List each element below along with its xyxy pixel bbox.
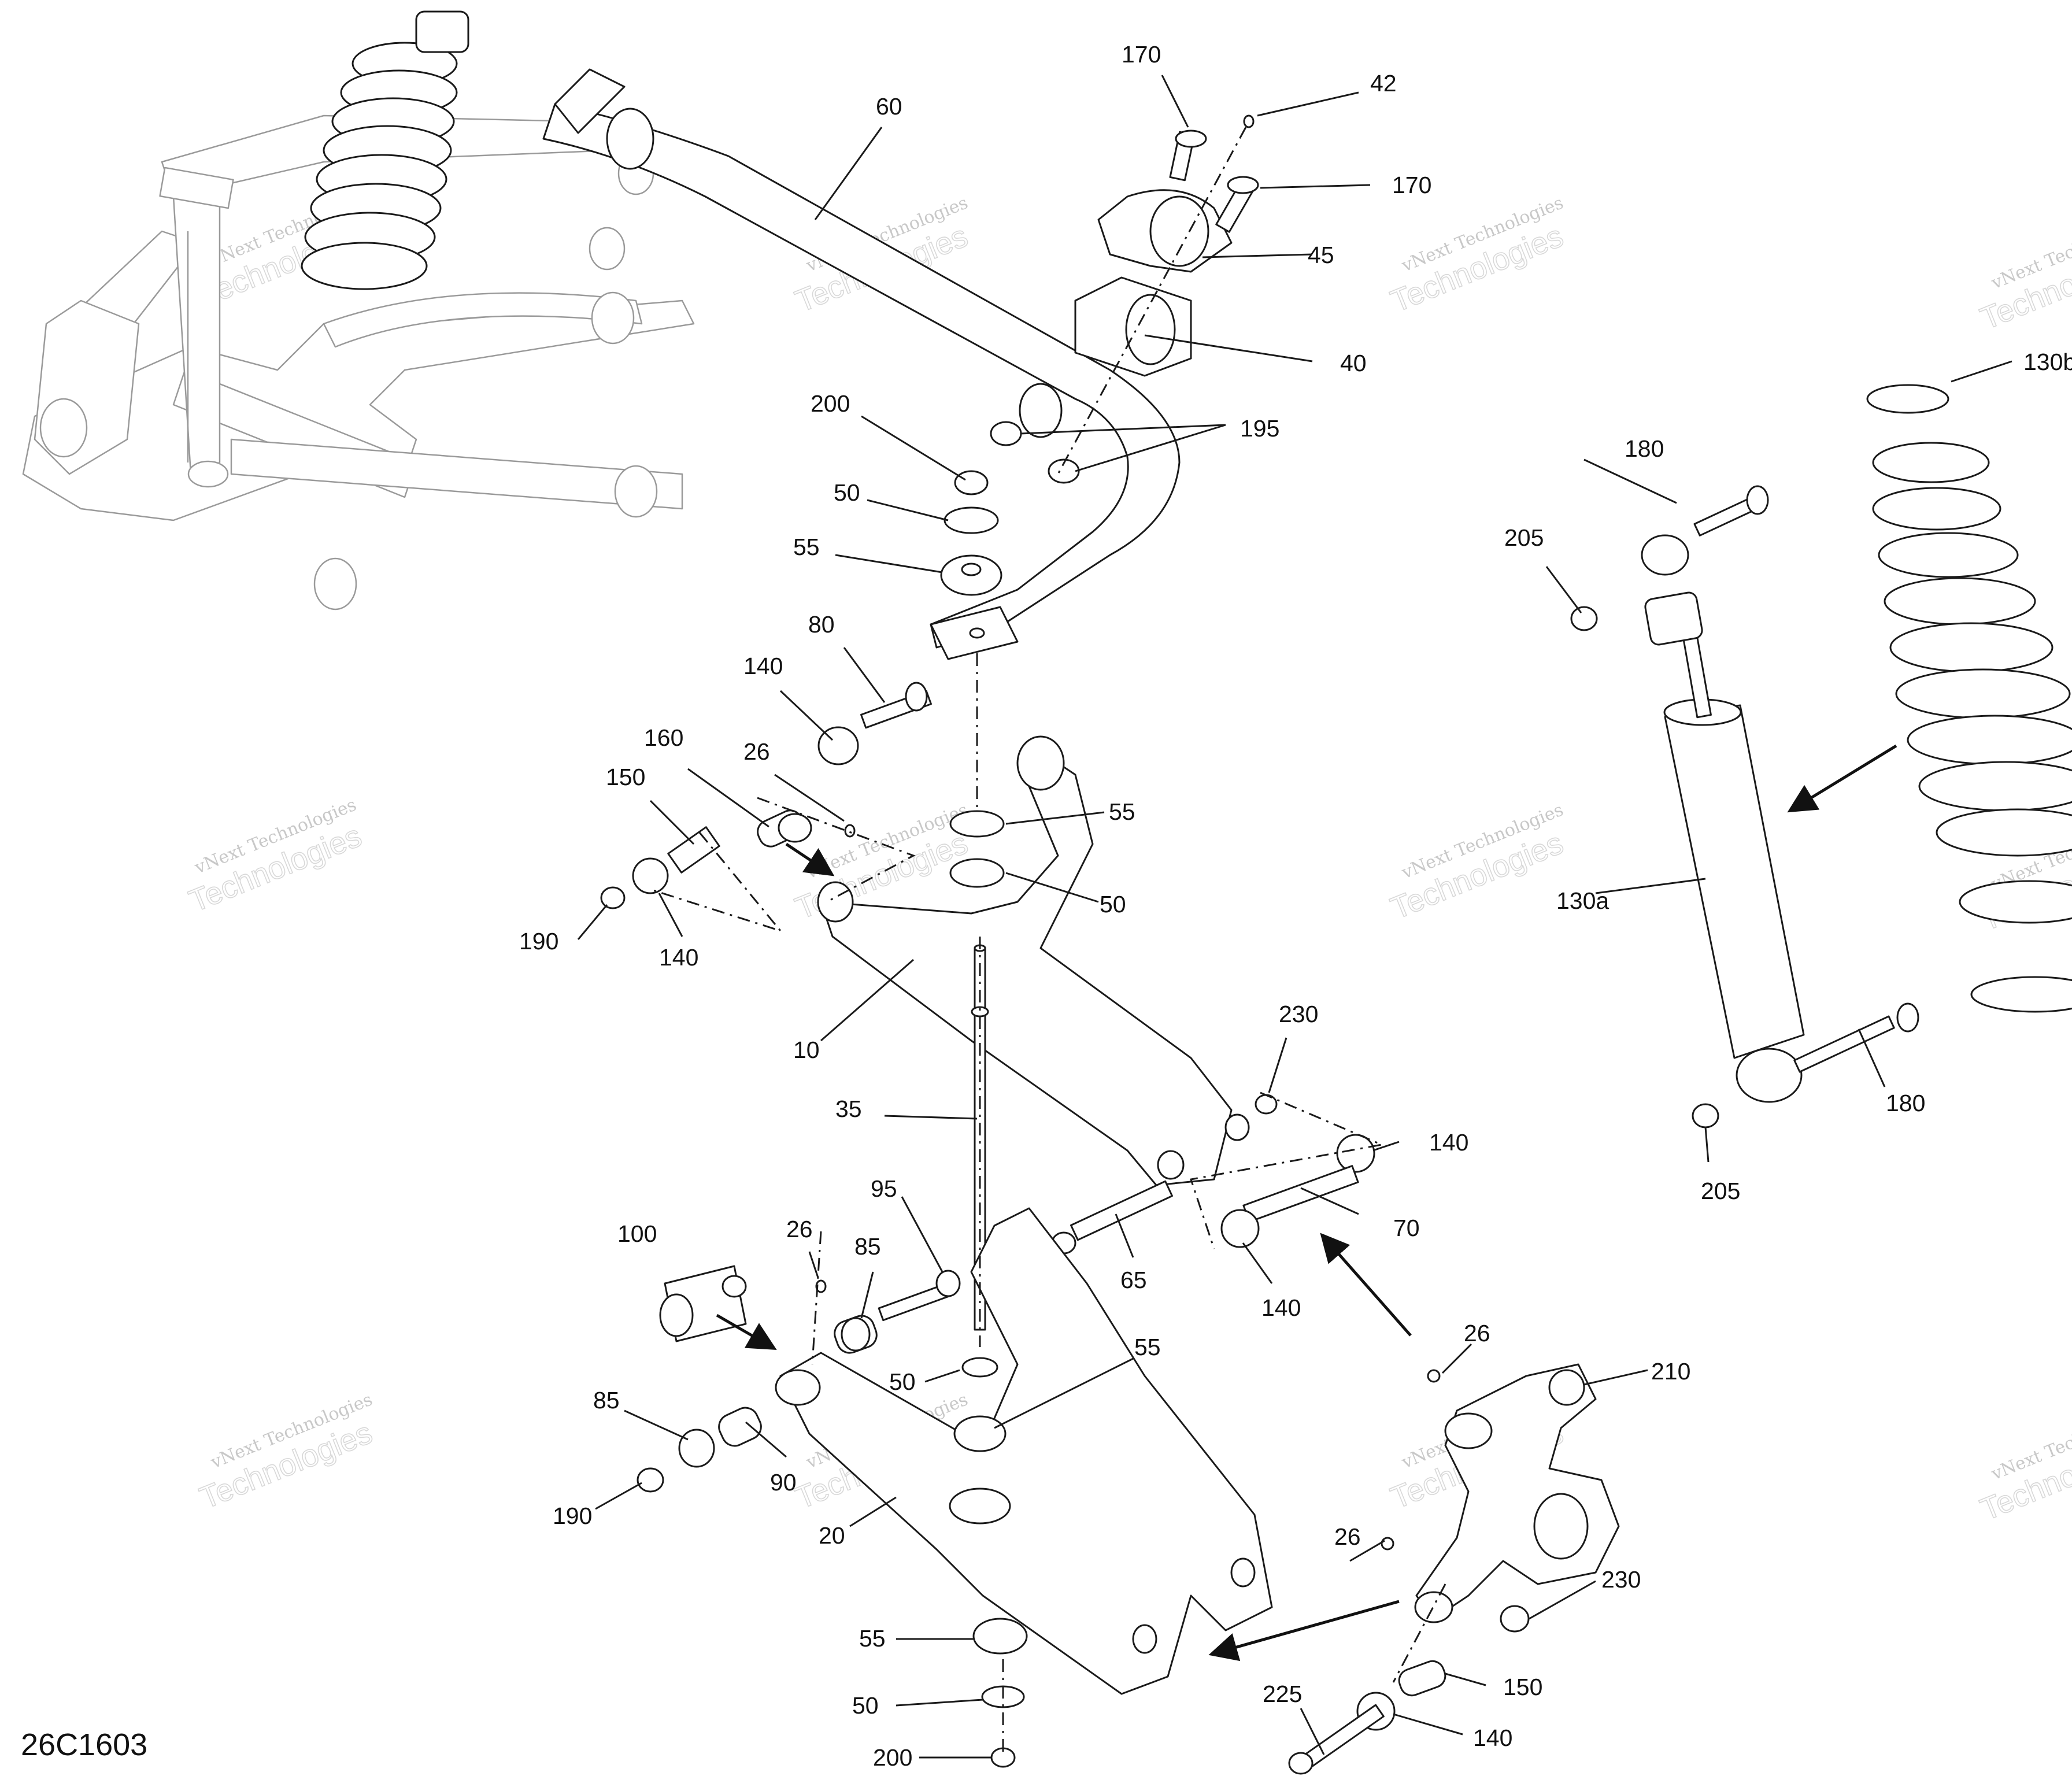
upper-a-arm	[817, 735, 1250, 1186]
assembly-axis-lines	[653, 127, 1446, 1758]
callout-label: 170	[1392, 172, 1431, 198]
shock-absorber	[1570, 485, 1919, 1128]
callout-label: 205	[1701, 1178, 1740, 1204]
callout-label: 100	[617, 1220, 657, 1247]
callout-label: 26	[1334, 1523, 1361, 1550]
coil-spring	[1866, 384, 2072, 1013]
upper-arm-hardware	[600, 682, 932, 909]
callout-label: 50	[1100, 891, 1126, 917]
callout-label: 35	[835, 1096, 862, 1122]
callout-label: 10	[793, 1037, 820, 1063]
callout-label: 26	[786, 1216, 813, 1242]
callout-label: 130a	[1556, 887, 1609, 914]
callout-label: 26	[743, 738, 770, 765]
context-spring	[301, 10, 469, 290]
callout-label: 50	[852, 1692, 879, 1719]
callout-label: 140	[659, 944, 698, 971]
callout-label: 140	[1429, 1129, 1468, 1156]
callout-label: 180	[1886, 1090, 1925, 1116]
callout-label: 140	[1261, 1294, 1301, 1321]
upper-arm-right-hardware	[1051, 1094, 1375, 1255]
callout-label: 230	[1279, 1001, 1318, 1027]
callout-label: 42	[1370, 70, 1397, 97]
diagram-id: 26C1603	[21, 1727, 147, 1762]
callout-labels: 170 42 60 170 45 40 195 200 50 55 80 140…	[519, 41, 2072, 1771]
callout-label: 160	[644, 724, 683, 751]
callout-label: 210	[1651, 1358, 1690, 1385]
callout-label: 85	[593, 1387, 620, 1414]
lower-a-arm	[775, 1207, 1273, 1695]
context-suspension-assembly	[22, 114, 695, 610]
callout-label: 60	[876, 93, 902, 120]
callout-label: 65	[1120, 1267, 1147, 1293]
callout-label: 130b	[2023, 349, 2072, 375]
steering-knuckle	[1288, 1363, 1620, 1775]
callout-label: 190	[553, 1503, 592, 1529]
callout-label: 80	[808, 611, 835, 638]
stabilizer-bar	[542, 68, 1181, 660]
callout-label: 150	[1503, 1674, 1542, 1700]
lower-arm-hardware	[637, 1265, 1028, 1768]
callout-label: 225	[1263, 1681, 1302, 1707]
callout-label: 20	[819, 1522, 845, 1549]
callout-label: 85	[854, 1233, 881, 1260]
callout-label: 45	[1308, 242, 1334, 268]
callout-label: 205	[1504, 524, 1544, 551]
callout-label: 195	[1240, 415, 1279, 442]
callout-label: 230	[1601, 1566, 1641, 1593]
callout-label: 140	[1473, 1725, 1512, 1751]
callout-label: 200	[873, 1744, 912, 1771]
callout-label: 50	[889, 1368, 916, 1395]
callout-label: 90	[770, 1469, 797, 1496]
callout-label: 70	[1393, 1215, 1420, 1241]
callout-label: 55	[859, 1625, 886, 1652]
callout-label: 55	[1134, 1334, 1161, 1360]
callout-label: 26	[1464, 1320, 1490, 1346]
callout-label: 200	[811, 390, 850, 417]
callout-label: 55	[793, 534, 820, 560]
bracket-group	[990, 114, 1259, 484]
link-bushings-top	[940, 470, 1002, 596]
callout-leader-lines	[577, 75, 2012, 1759]
callout-label: 55	[1109, 798, 1135, 825]
callout-label: 40	[1340, 350, 1367, 376]
callout-label: 150	[606, 764, 645, 790]
callout-label: 95	[871, 1175, 897, 1202]
callout-label: 140	[743, 653, 783, 679]
callout-label: 180	[1625, 435, 1664, 462]
assembly-direction-arrows	[716, 744, 1897, 1662]
callout-label: 170	[1122, 41, 1161, 68]
callout-label: 190	[519, 928, 558, 954]
callout-label: 50	[834, 479, 860, 506]
